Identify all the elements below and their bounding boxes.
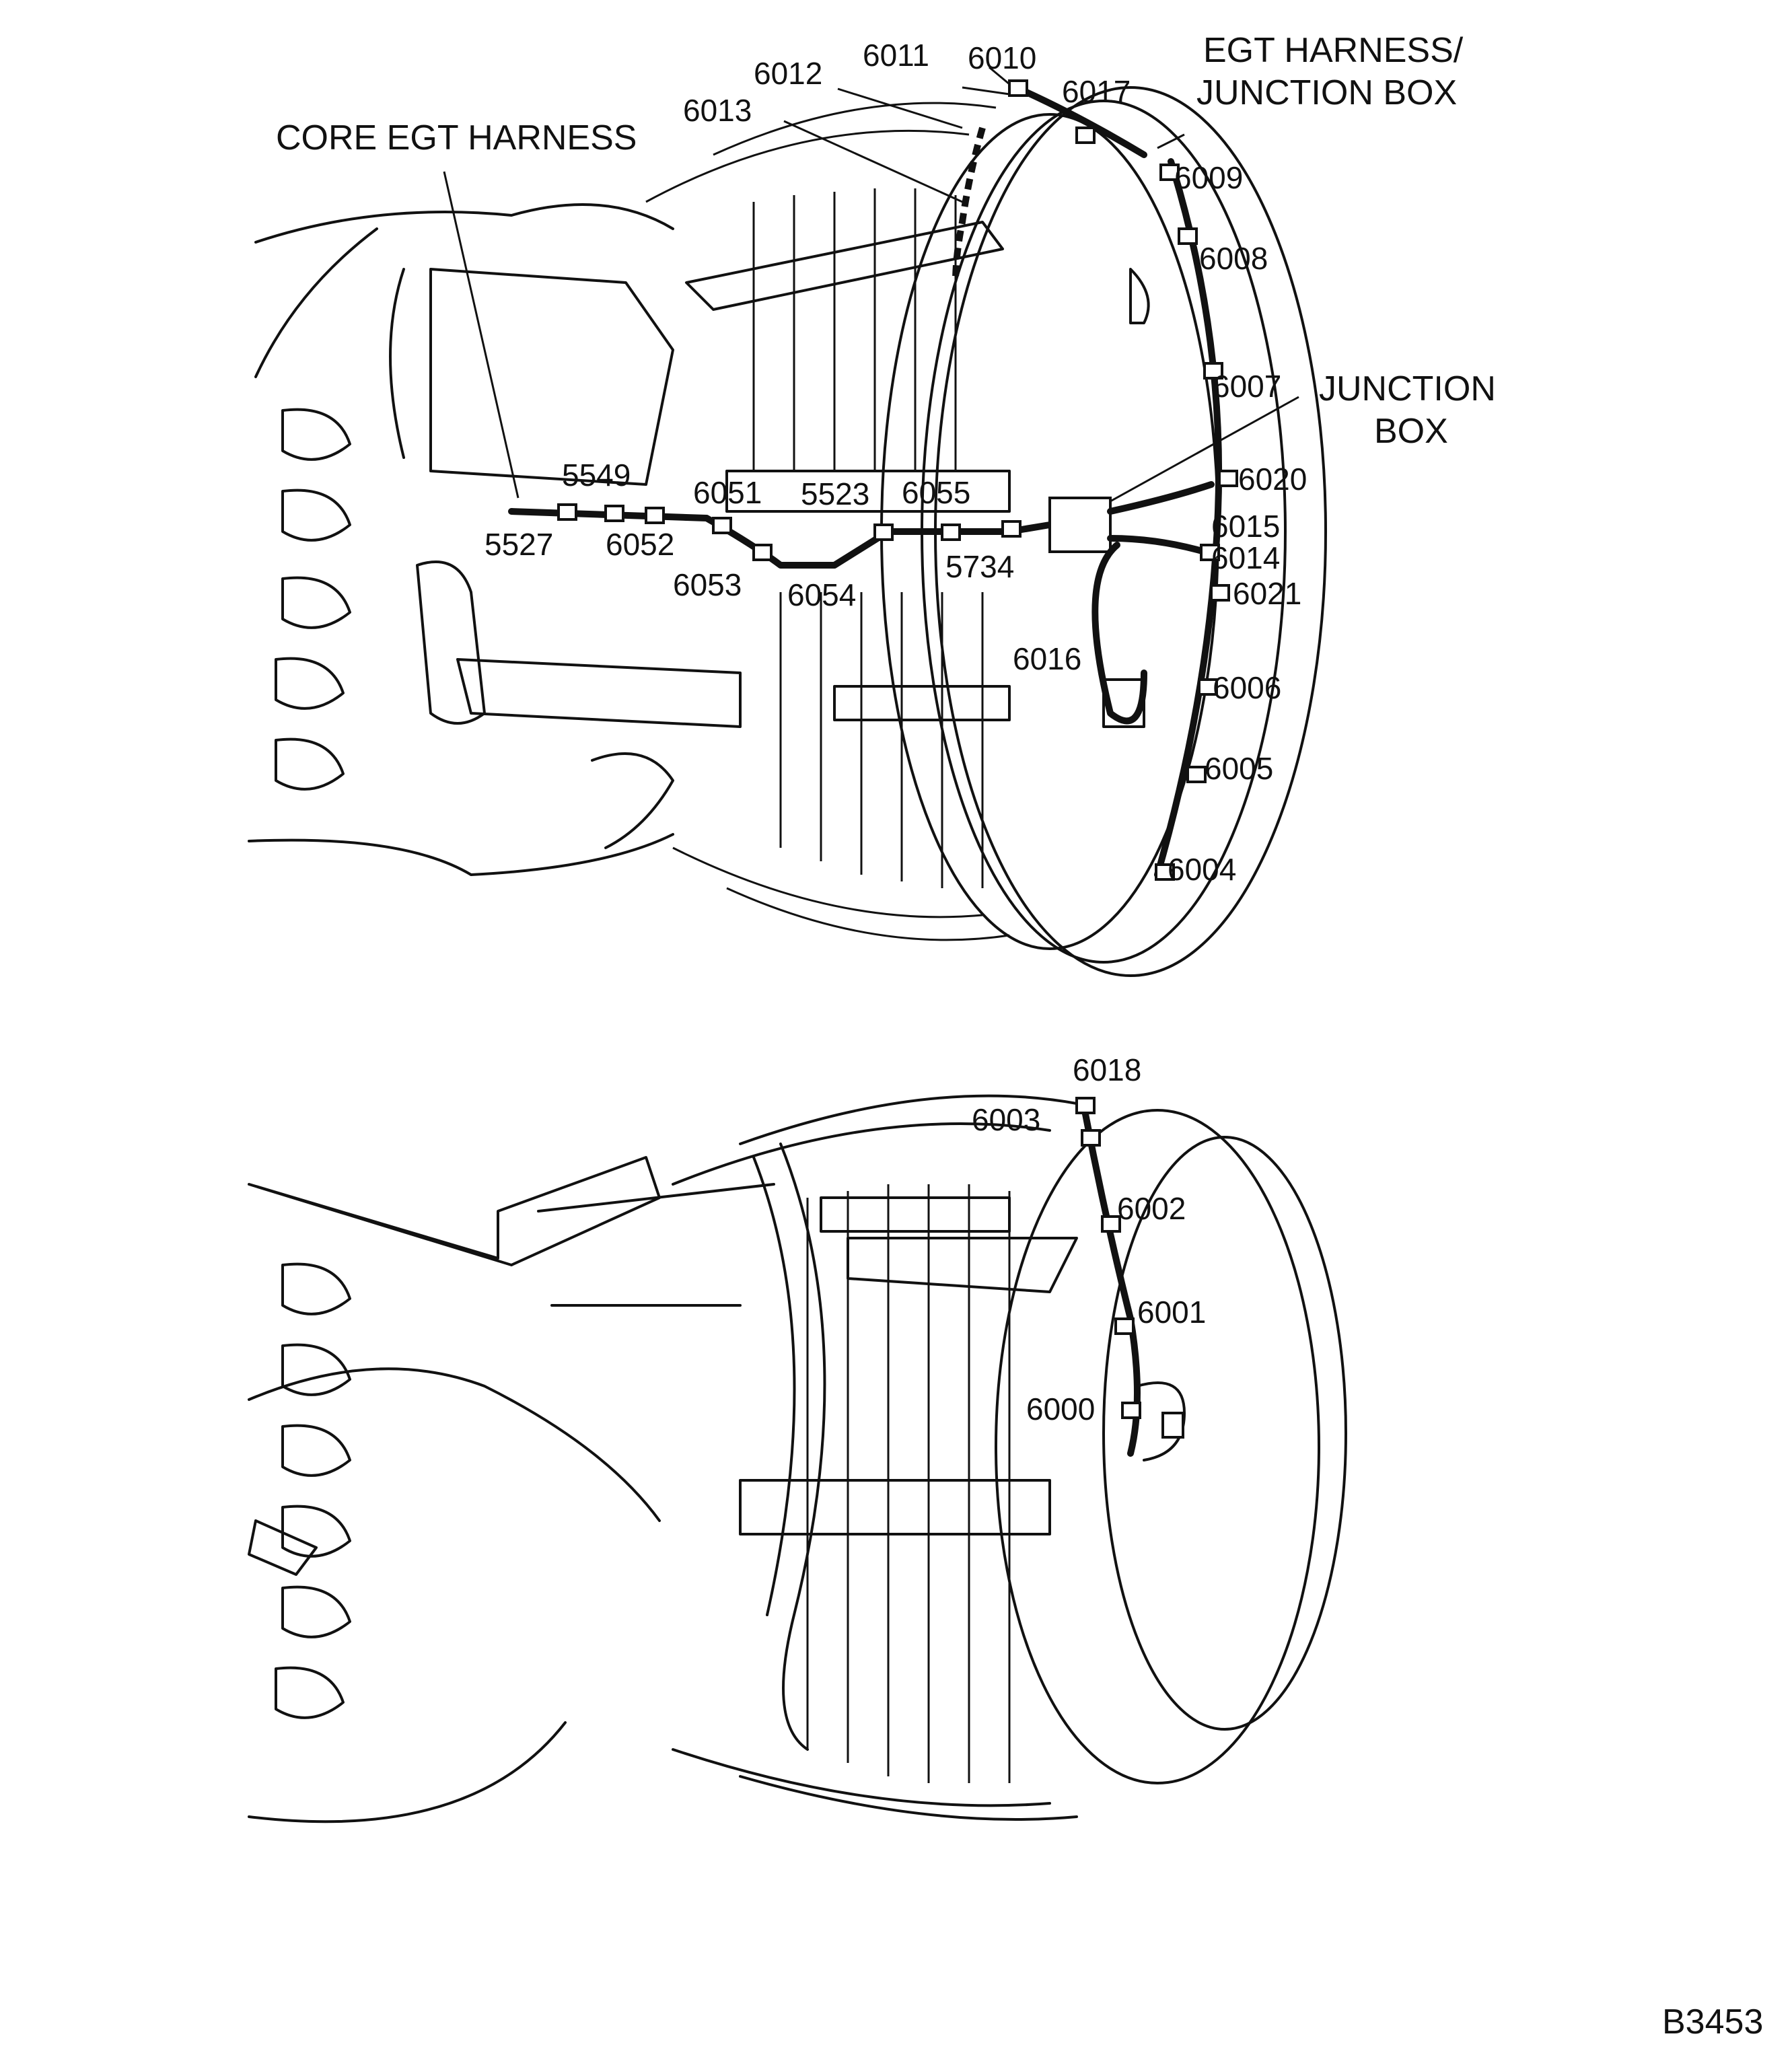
- clamp-5549: 5549: [562, 458, 631, 493]
- clamp-6051: 6051: [693, 475, 762, 510]
- clamp-6017: 6017: [1062, 74, 1131, 109]
- clamps-lower: [1075, 1097, 1141, 1419]
- clamp-6020: 6020: [1238, 462, 1307, 497]
- clamp-6003: 6003: [972, 1102, 1040, 1137]
- junction-box-label-2: BOX: [1374, 412, 1448, 451]
- harness-ring-upper: [1154, 158, 1223, 878]
- clamp-6007: 6007: [1213, 369, 1281, 404]
- junction-box: [1048, 497, 1112, 553]
- mixer-lobes-lower: [275, 1262, 351, 1719]
- clamp-6021: 6021: [1233, 576, 1301, 611]
- core-egt-harness-label: CORE EGT HARNESS: [276, 118, 637, 157]
- clamp-6012: 6012: [754, 56, 822, 91]
- clamp-5523: 5523: [801, 476, 869, 511]
- clamp-6002: 6002: [1117, 1191, 1186, 1226]
- clamp-6008: 6008: [1199, 241, 1268, 276]
- clamp-6006: 6006: [1213, 670, 1281, 705]
- clamp-6004: 6004: [1168, 852, 1236, 887]
- clamp-6001: 6001: [1137, 1295, 1206, 1330]
- clamp-6000: 6000: [1026, 1391, 1095, 1426]
- mixer-lobes-upper: [275, 408, 351, 791]
- clamp-6009: 6009: [1174, 160, 1243, 195]
- clamp-5734: 5734: [945, 549, 1014, 584]
- clamp-6010: 6010: [968, 40, 1036, 75]
- egt-harness-jb-label-1: EGT HARNESS/: [1203, 31, 1464, 70]
- clamp-6016: 6016: [1013, 641, 1081, 676]
- clamps-upper: [557, 79, 1238, 881]
- lower-labels: 6018 6003 6002 6001 6000: [972, 1052, 1206, 1426]
- clamp-6052: 6052: [606, 527, 674, 562]
- casing-ribs: [752, 188, 984, 888]
- clamp-5527: 5527: [485, 527, 553, 562]
- clamp-6014: 6014: [1211, 540, 1280, 575]
- lower-casing-ribs: [806, 1184, 1011, 1783]
- clamp-6055: 6055: [902, 475, 970, 510]
- upper-labels: CORE EGT HARNESS EGT HARNESS/ JUNCTION B…: [276, 31, 1496, 887]
- clamp-6011: 6011: [863, 38, 929, 73]
- egt-harness-jb-label-2: JUNCTION BOX: [1196, 73, 1457, 112]
- junction-box-label-1: JUNCTION: [1319, 369, 1496, 408]
- clamp-6005: 6005: [1205, 751, 1273, 786]
- clamp-6013: 6013: [683, 93, 752, 128]
- clamp-6018: 6018: [1073, 1052, 1141, 1087]
- clamp-6054: 6054: [787, 577, 856, 612]
- lower-engine-view: [248, 1094, 1347, 1823]
- clamp-6053: 6053: [673, 567, 742, 602]
- upper-engine-view: [248, 66, 1327, 977]
- figure-id: B3453: [1662, 2002, 1763, 2041]
- clamp-6015: 6015: [1211, 509, 1280, 544]
